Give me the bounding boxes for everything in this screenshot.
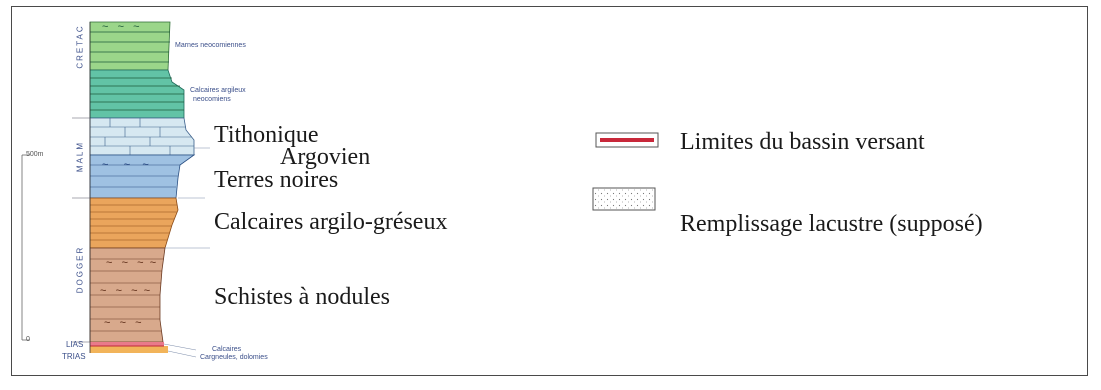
label-calcaires: Calcaires — [212, 346, 242, 353]
label-argovien: Argovien — [280, 144, 371, 170]
label-neocomiens: neocomiens — [193, 96, 231, 103]
scale-bottom-label: 0 — [26, 336, 30, 343]
marl-symbols: ~ ~ ~ — [102, 21, 140, 33]
schistes-symbols-1: ~ ~ ~ ~ — [106, 257, 157, 269]
layer-lias — [90, 342, 164, 346]
schistes-symbols-2: ~ ~ ~ ~ — [100, 285, 151, 297]
terres-noires-symbols: ~ ~ ~ — [102, 159, 149, 171]
figure-frame — [11, 6, 1088, 376]
layer-tithonique — [89, 117, 195, 156]
label-tithonique: Tithonique — [214, 122, 319, 148]
legend-remplissage-label: Remplissage lacustre (supposé) — [680, 211, 983, 237]
label-cargneules: Cargneules, dolomies — [200, 354, 268, 361]
label-calcaires-argilo-greseux: Calcaires argilo-gréseux — [214, 209, 448, 235]
label-marnes-neocomiennes: Marnes neocomiennes — [175, 42, 246, 49]
era-trias: TRIAS — [62, 352, 86, 361]
layer-calcaires-argilo-greseux — [89, 197, 179, 249]
label-schistes-a-nodules: Schistes à nodules — [214, 284, 390, 310]
legend-limits-label: Limites du bassin versant — [680, 129, 925, 155]
schistes-symbols-3: ~ ~ ~ — [104, 317, 142, 329]
era-lias: LIAS — [66, 340, 84, 349]
scale-bar — [21, 154, 30, 341]
scale-top-label: 500m — [26, 151, 44, 158]
period-cretac: CRETAC — [75, 24, 85, 69]
period-malm: MALM — [75, 140, 85, 173]
layer-trias — [90, 346, 168, 353]
period-dogger: DOGGER — [75, 245, 85, 294]
label-terres-noires: Terres noires — [214, 167, 339, 193]
label-calcaires-argileux: Calcaires argileux — [190, 87, 246, 94]
legend-remplissage-swatch — [592, 187, 656, 211]
